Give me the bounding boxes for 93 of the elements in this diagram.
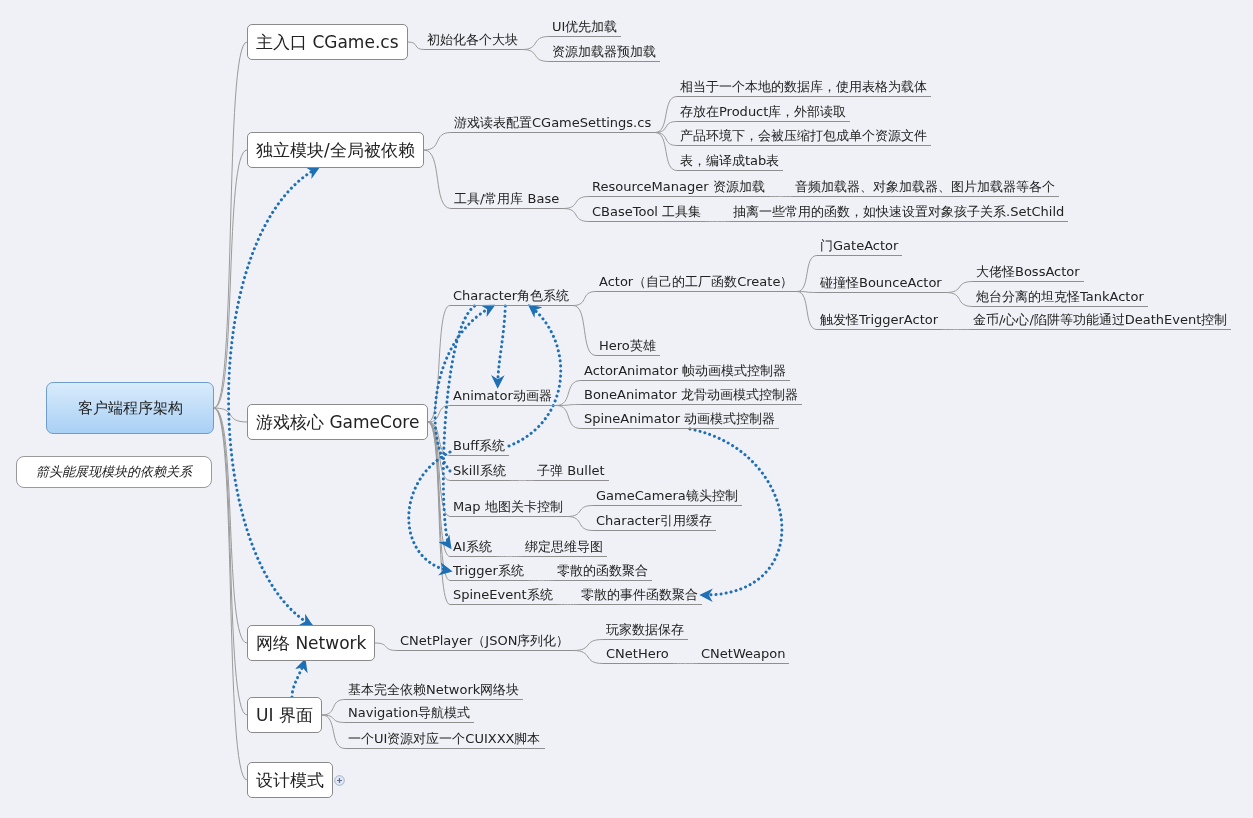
branch-label: 子弹 Bullet bbox=[534, 461, 609, 481]
topic-box: 游戏核心 GameCore bbox=[247, 404, 429, 440]
topic-box: 独立模块/全局被依赖 bbox=[247, 132, 424, 168]
branch-line bbox=[555, 405, 582, 429]
branch-label: 大佬怪BossActor bbox=[973, 262, 1084, 282]
branch-label: AI系统 bbox=[450, 537, 496, 557]
branch-label: 游戏读表配置CGameSettings.cs bbox=[451, 113, 656, 133]
branch-label: Character角色系统 bbox=[450, 286, 574, 306]
branch-label: 资源加载器预加载 bbox=[549, 42, 660, 62]
branch-line bbox=[427, 405, 451, 423]
branch-line bbox=[562, 208, 590, 222]
branch-label: 门GateActor bbox=[817, 236, 903, 256]
branch-line bbox=[527, 580, 555, 581]
branch-line bbox=[423, 132, 452, 151]
branch-line bbox=[213, 149, 248, 409]
branch-line bbox=[427, 305, 451, 423]
branch-label: BoneAnimator 龙骨动画模式控制器 bbox=[581, 385, 802, 405]
topic-box: 网络 Network bbox=[247, 625, 376, 661]
branch-label: Map 地图关卡控制 bbox=[450, 497, 567, 517]
branch-label: 工具/常用库 Base bbox=[451, 189, 564, 209]
branch-line bbox=[321, 714, 346, 749]
dotted-arrow bbox=[440, 304, 477, 550]
branch-label: Skill系统 bbox=[450, 461, 510, 481]
branch-label: 存放在Product库，外部读取 bbox=[677, 102, 851, 122]
branch-label: 绑定思维导图 bbox=[522, 537, 607, 557]
note-box: 箭头能展现模块的依赖关系 bbox=[16, 456, 212, 488]
branch-line bbox=[566, 516, 594, 531]
dotted-arrow bbox=[227, 166, 320, 627]
branch-label: CNetHero bbox=[603, 644, 673, 664]
branch-line bbox=[407, 41, 425, 50]
branch-label: CBaseTool 工具集 bbox=[589, 202, 706, 222]
branch-label: Animator动画器 bbox=[450, 386, 556, 406]
topic-box: 主入口 CGame.cs bbox=[247, 24, 408, 60]
branch-label: SpineEvent系统 bbox=[450, 585, 557, 605]
branch-line bbox=[572, 305, 597, 356]
branch-label: 相当于一个本地的数据库，使用表格为载体 bbox=[677, 77, 931, 97]
branch-label: 一个UI资源对应一个CUIXXX脚本 bbox=[345, 729, 545, 749]
topic-box: UI 界面 bbox=[247, 697, 322, 733]
dotted-arrow bbox=[491, 304, 507, 389]
branch-label: 表，编译成tab表 bbox=[677, 151, 784, 171]
central-topic-box: 客户端程序架构 bbox=[46, 382, 214, 434]
branch-label: Actor（自己的工厂函数Create） bbox=[596, 272, 798, 292]
branch-line bbox=[509, 480, 535, 481]
branch-label: 基本完全依赖Network网络块 bbox=[345, 680, 524, 700]
branch-line bbox=[672, 663, 699, 664]
branch-label: Buff系统 bbox=[450, 436, 510, 456]
branch-label: CNetPlayer（JSON序列化） bbox=[397, 631, 574, 651]
topic-box: 设计模式 bbox=[247, 762, 333, 798]
branch-label: 零散的函数聚合 bbox=[554, 561, 652, 581]
branch-line bbox=[213, 407, 248, 423]
branch-label: 碰撞怪BounceActor bbox=[817, 273, 946, 293]
dotted-arrow bbox=[688, 427, 783, 601]
branch-label: Character引用缓存 bbox=[593, 511, 717, 531]
branch-line bbox=[213, 41, 248, 409]
dotted-arrow bbox=[407, 450, 453, 575]
branch-line bbox=[321, 714, 346, 723]
branch-line bbox=[572, 650, 604, 664]
branch-line bbox=[704, 221, 731, 222]
branch-line bbox=[941, 329, 971, 330]
branch-line bbox=[796, 255, 818, 292]
branch-label: 产品环境下，会被压缩打包成单个资源文件 bbox=[677, 126, 931, 146]
branch-label: 炮台分离的坦克怪TankActor bbox=[973, 287, 1148, 307]
branch-label: 玩家数据保存 bbox=[603, 620, 688, 640]
branch-label: SpineAnimator 动画模式控制器 bbox=[581, 409, 780, 429]
branch-label: GameCamera镜头控制 bbox=[593, 486, 742, 506]
branch-label: 音频加载器、对象加载器、图片加载器等各个 bbox=[792, 177, 1059, 197]
branch-line bbox=[213, 407, 248, 781]
branch-label: 抽离一些常用的函数，如快速设置对象孩子关系.SetChild bbox=[730, 202, 1069, 222]
branch-line bbox=[768, 196, 793, 197]
dotted-arrow bbox=[433, 304, 496, 473]
branch-line bbox=[556, 604, 579, 605]
branch-line bbox=[213, 407, 248, 644]
branch-line bbox=[654, 96, 678, 133]
branch-label: UI优先加载 bbox=[549, 17, 622, 37]
branch-line bbox=[374, 642, 398, 651]
branch-label: Trigger系统 bbox=[450, 561, 528, 581]
branch-line bbox=[945, 292, 974, 307]
branch-label: CNetWeapon bbox=[698, 644, 790, 664]
branch-label: Navigation导航模式 bbox=[345, 703, 475, 723]
branch-line bbox=[423, 149, 452, 209]
branch-line bbox=[654, 132, 678, 171]
branch-line bbox=[796, 291, 818, 330]
branch-label: 零散的事件函数聚合 bbox=[578, 585, 702, 605]
branch-label: ResourceManager 资源加载 bbox=[589, 177, 769, 197]
branch-line bbox=[495, 556, 523, 557]
branch-label: 触发怪TriggerActor bbox=[817, 310, 943, 330]
branch-label: Hero英雄 bbox=[596, 336, 660, 356]
branch-line bbox=[427, 421, 451, 517]
branch-line bbox=[521, 49, 550, 62]
branch-label: ActorAnimator 帧动画模式控制器 bbox=[581, 361, 791, 381]
dotted-arrow bbox=[507, 304, 563, 448]
branch-label: 金币/心心/陷阱等功能通过DeathEvent控制 bbox=[970, 310, 1232, 330]
branch-label: 初始化各个大块 bbox=[424, 30, 522, 50]
